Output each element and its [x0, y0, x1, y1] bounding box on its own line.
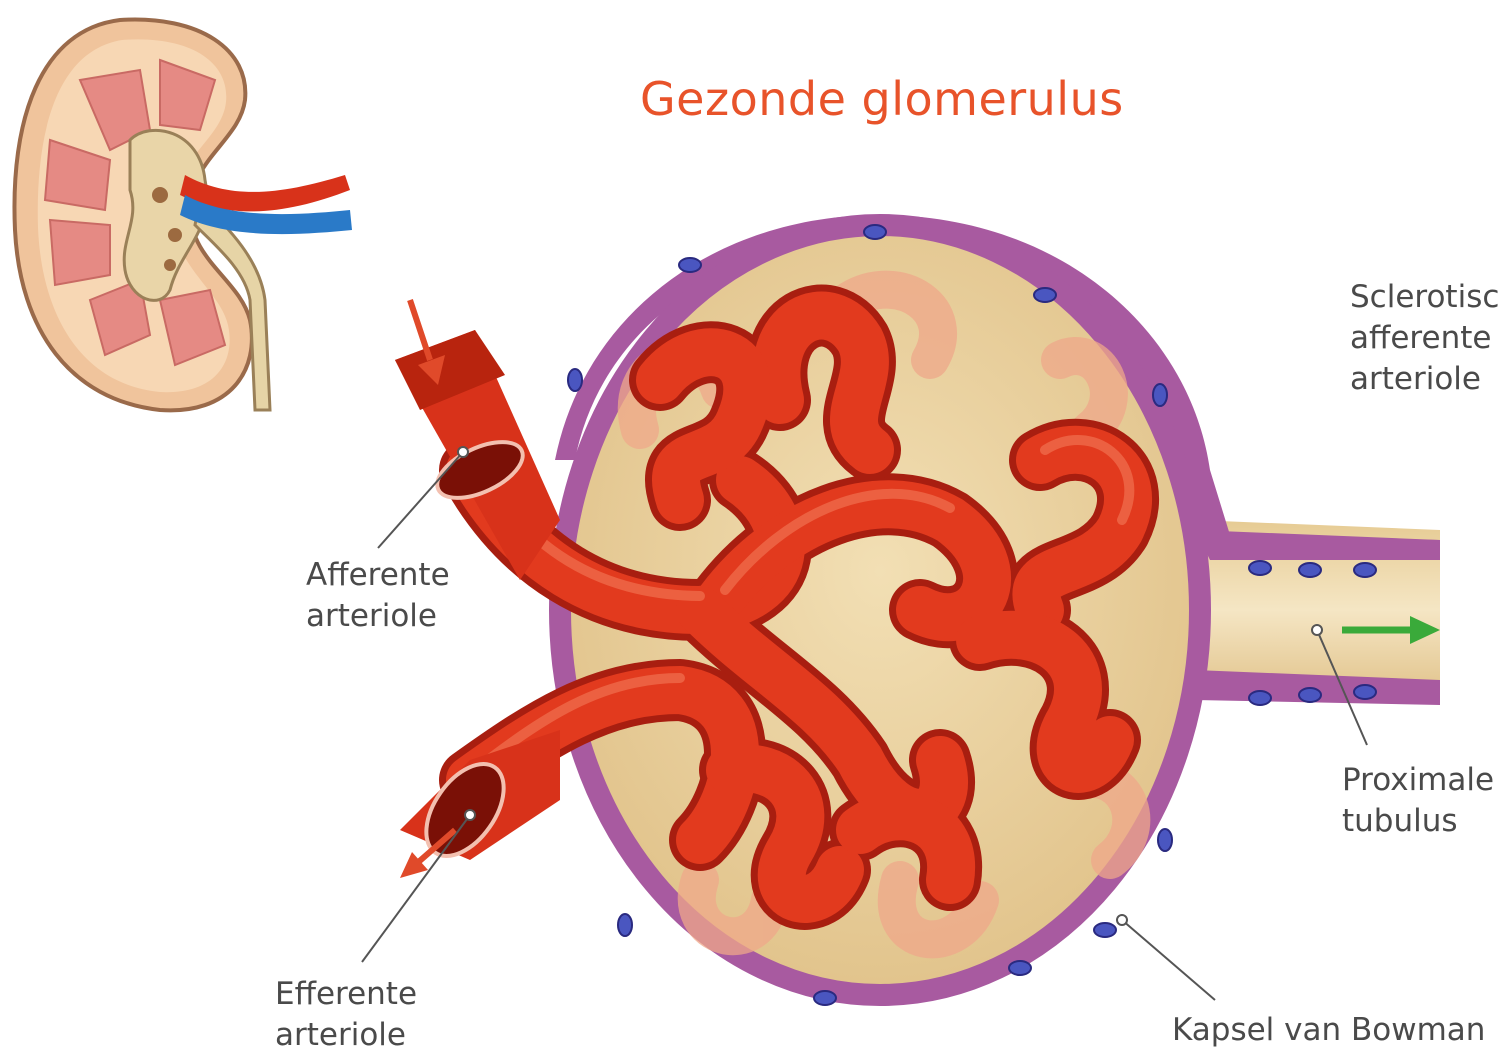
afferent-arteriole	[395, 330, 560, 580]
label-bowman-capsule: Kapsel van Bowman	[1172, 1010, 1485, 1051]
label-sclerotic-afferent-arteriole: Sclerotisch afferente arteriole	[1350, 277, 1500, 400]
label-proximal-tubule: Proximale tubulus	[1342, 760, 1494, 842]
label-afferent-arteriole: Afferente arteriole	[306, 555, 450, 637]
label-efferent-arteriole: Efferente arteriole	[275, 974, 417, 1056]
kidney-icon	[14, 20, 352, 411]
page-title: Gezonde glomerulus	[640, 72, 1124, 126]
